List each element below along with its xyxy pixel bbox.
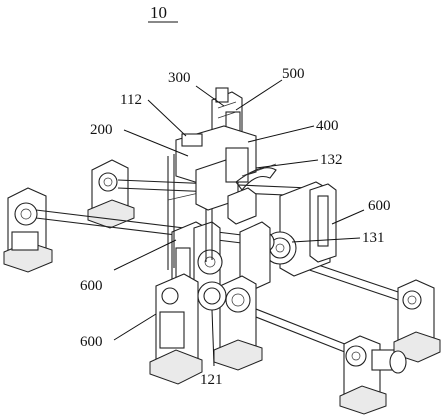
label-112: 112: [120, 92, 142, 108]
leader-400: [247, 125, 315, 143]
figure-number: 10: [150, 3, 167, 22]
middle-module: [175, 125, 277, 225]
leader-600-bottom: [113, 313, 157, 341]
label-300: 300: [168, 70, 191, 86]
leader-600-right: [331, 209, 365, 225]
pedestal-back-left: [87, 159, 135, 229]
pedestal-right: [393, 279, 441, 363]
leader-121: [211, 309, 215, 367]
label-600-left: 600: [80, 278, 103, 294]
leader-500: [235, 79, 283, 111]
leader-200: [123, 129, 189, 157]
label-131: 131: [362, 230, 385, 246]
label-600-right: 600: [368, 198, 391, 214]
bracket-assembly-right: [239, 181, 337, 293]
leader-600-left: [113, 239, 177, 271]
leader-132: [255, 159, 319, 169]
label-132: 132: [320, 152, 343, 168]
label-400: 400: [316, 118, 339, 134]
leader-131: [291, 237, 361, 243]
pedestal-left: [3, 187, 53, 273]
leader-112: [147, 99, 187, 137]
bracket-assembly-left: [171, 221, 223, 307]
label-600-bottom: 600: [80, 334, 103, 350]
bracket-assembly-front: [149, 273, 263, 385]
pedestal-bottom-right: [339, 335, 407, 415]
label-200: 200: [90, 122, 113, 138]
label-121: 121: [200, 372, 223, 388]
label-500: 500: [282, 66, 305, 82]
leader-300: [195, 85, 225, 107]
